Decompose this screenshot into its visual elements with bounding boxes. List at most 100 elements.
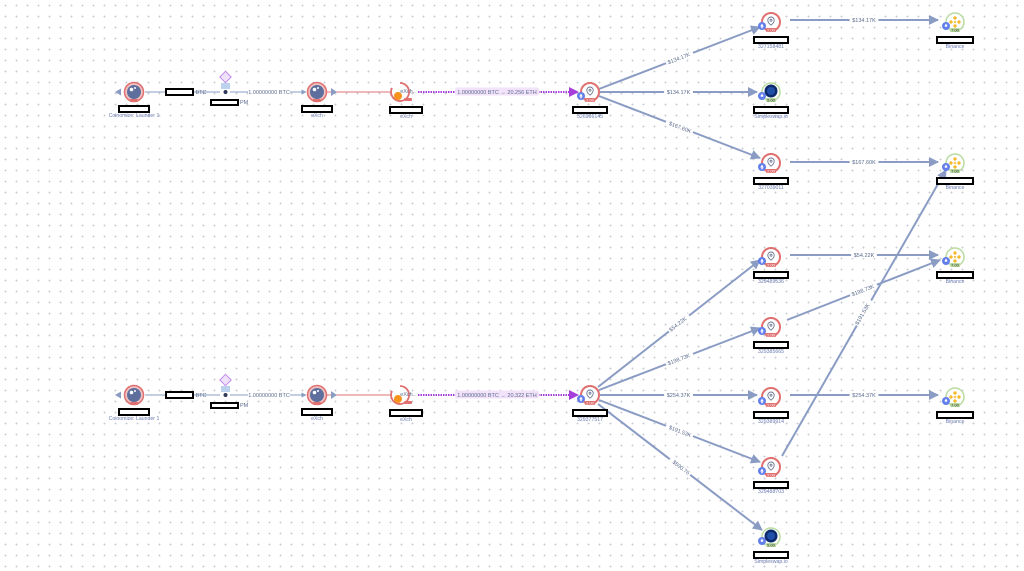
swap-label: 1.00000000 BTC → 20.256 ETH bbox=[457, 90, 537, 96]
swap-label-bg bbox=[455, 87, 539, 96]
edge[interactable]: $134.17K bbox=[600, 87, 758, 97]
exch-inner-label: eXch.. bbox=[400, 392, 416, 398]
risk-score-badge bbox=[950, 28, 960, 32]
entity-icon bbox=[310, 85, 324, 99]
exch-swap-node[interactable]: eXch.. eXch bbox=[389, 385, 423, 423]
edge[interactable]: $54.22K bbox=[597, 259, 761, 388]
swap-edge[interactable]: 1.00000000 BTC → 20.322 ETH bbox=[418, 390, 579, 400]
risk-score-badge bbox=[130, 402, 138, 405]
btc-icon bbox=[394, 92, 402, 100]
edge[interactable]: $167.60K bbox=[790, 157, 939, 167]
entity-icon-dot bbox=[134, 390, 136, 392]
binance-logo-part bbox=[956, 254, 962, 260]
binance-logo-part bbox=[953, 255, 957, 259]
edge[interactable]: $134.17K bbox=[790, 15, 939, 25]
exch-node[interactable]: eXch bbox=[301, 384, 333, 423]
redacted-field bbox=[753, 551, 789, 559]
entity-icon-dot bbox=[317, 87, 319, 89]
binance-logo-icon bbox=[952, 390, 958, 396]
edge-label-bg bbox=[664, 391, 693, 398]
edge[interactable]: $254.37K bbox=[600, 390, 758, 400]
risk-score-badge bbox=[585, 98, 595, 102]
transaction-block-icon bbox=[221, 386, 230, 392]
transaction-node[interactable]: ApPM bbox=[210, 70, 249, 106]
node-address-label: 329488703 bbox=[758, 489, 784, 495]
swap-edge[interactable]: 1.00000000 BTC → 20.256 ETH bbox=[418, 87, 579, 97]
risk-score: 2.00 bbox=[767, 472, 776, 477]
location-pin-icon bbox=[767, 251, 775, 261]
edge-label-bg bbox=[849, 158, 879, 165]
source-entity-node[interactable]: Coinomize: Launder 1 bbox=[109, 81, 160, 120]
edge[interactable]: $191.53K bbox=[598, 399, 761, 464]
entity-icon bbox=[310, 388, 324, 402]
edge-amount-label: $254.37K bbox=[852, 393, 876, 399]
redacted-field bbox=[301, 408, 333, 416]
tx-amount-in: BTC bbox=[196, 393, 207, 399]
exch-label: eXch bbox=[400, 417, 412, 423]
edge-label-bg bbox=[848, 281, 879, 299]
edge-amount-label: $134.17K bbox=[852, 18, 876, 24]
edge[interactable]: $167.60K bbox=[598, 95, 761, 160]
risk-score: 2.00 bbox=[586, 97, 595, 102]
edge[interactable]: $590.76 bbox=[597, 403, 763, 531]
collapse-left-arrow-icon[interactable] bbox=[115, 88, 121, 96]
binance-logo-part bbox=[952, 164, 958, 170]
expand-arrow-icon[interactable] bbox=[331, 391, 337, 399]
risk-score-badge bbox=[950, 263, 960, 267]
edge-label-bg bbox=[664, 118, 695, 135]
risk-score-badge bbox=[766, 28, 776, 32]
edge-label-bg bbox=[851, 251, 877, 258]
edge[interactable]: $54.22K bbox=[790, 250, 939, 260]
binance-logo-icon bbox=[952, 156, 958, 162]
simpleswap-logo-inner bbox=[767, 87, 775, 95]
risk-score: 2.00 bbox=[767, 27, 776, 32]
transaction-dot bbox=[223, 90, 228, 94]
transaction-node[interactable]: ApPM bbox=[210, 373, 249, 409]
collapse-left-arrow-icon[interactable] bbox=[115, 391, 121, 399]
risk-score: 2.00 bbox=[767, 262, 776, 267]
edge[interactable]: $134.17K bbox=[598, 25, 761, 90]
risk-score-badge bbox=[766, 263, 776, 267]
btc-icon bbox=[394, 395, 402, 403]
entity-icon-dot bbox=[312, 87, 317, 92]
entity-icon-dot bbox=[312, 390, 317, 395]
edge-label-bg bbox=[667, 455, 693, 478]
tx-time-suffix: PM bbox=[240, 403, 249, 409]
source-entity-node[interactable]: Coinomize: Launder 1 bbox=[109, 384, 160, 423]
location-pin-icon bbox=[767, 16, 775, 26]
eth-glyph bbox=[579, 93, 583, 99]
nodes-layer: Coinomize: Launder 1BTCApPM1.00000000 BT… bbox=[109, 12, 974, 565]
exch-node[interactable]: eXch bbox=[301, 81, 333, 120]
edge-amount-label: $254.37K bbox=[667, 393, 691, 399]
expand-arrow-icon[interactable] bbox=[331, 88, 337, 96]
binance-logo-part bbox=[948, 160, 954, 166]
address-node[interactable]: 2.00 329488703 bbox=[753, 457, 789, 495]
redacted-field bbox=[936, 177, 974, 185]
exch-inner-label: eXch.. bbox=[400, 89, 416, 95]
edge[interactable]: $254.37K bbox=[790, 390, 939, 400]
risk-score: 5.00 bbox=[767, 542, 776, 547]
tx-amount-in: BTC bbox=[196, 90, 207, 96]
edge[interactable]: $198.73K bbox=[598, 326, 761, 391]
pin-dot bbox=[588, 391, 592, 395]
entity-icon-dot bbox=[134, 87, 136, 89]
redacted-field bbox=[572, 106, 608, 114]
eth-glyph bbox=[944, 258, 948, 262]
eth-glyph bbox=[760, 468, 764, 474]
risk-score: 7.00 bbox=[951, 168, 960, 173]
exch-swap-node[interactable]: eXch..eXch bbox=[389, 82, 423, 120]
